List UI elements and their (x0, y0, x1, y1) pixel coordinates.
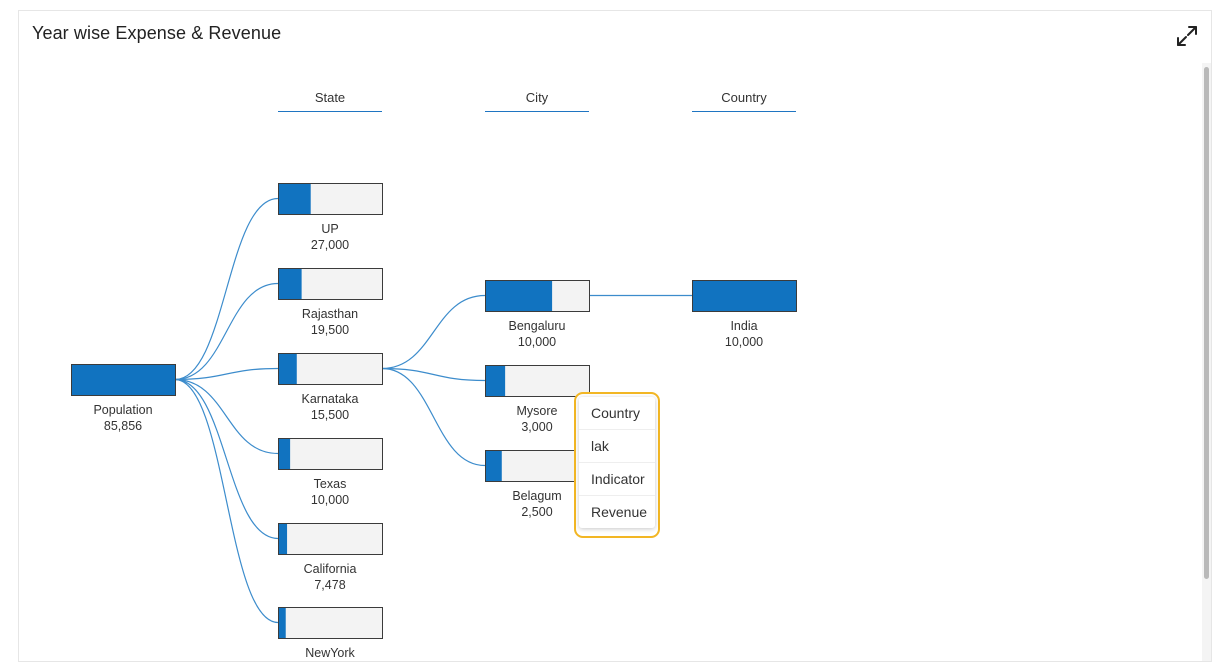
node-bar-fill (279, 354, 297, 384)
node-label-karnataka: Karnataka 15,500 (260, 391, 400, 423)
node-label-mysore: Mysore 3,000 (467, 403, 607, 435)
expand-icon[interactable] (1175, 24, 1199, 48)
link-karnataka-belagum (381, 367, 486, 467)
node-label-belagum: Belagum 2,500 (467, 488, 607, 520)
node-value: 3,000 (521, 420, 553, 434)
node-name: Mysore (516, 404, 558, 418)
scrollbar-thumb[interactable] (1204, 67, 1209, 579)
chart-panel: Year wise Expense & Revenue State City C… (18, 10, 1212, 662)
node-bar-fill (486, 451, 502, 481)
node-name: Population (93, 403, 153, 417)
node-name: Bengaluru (508, 319, 566, 333)
node-name: Belagum (512, 489, 562, 503)
node-name: NewYork (305, 646, 355, 660)
node-value: 2,500 (521, 505, 553, 519)
node-name: India (730, 319, 758, 333)
node-texas[interactable] (278, 438, 383, 470)
node-value: 10,000 (724, 335, 764, 349)
node-value: 85,856 (103, 419, 143, 433)
node-value: 15,500 (310, 408, 350, 422)
menu-item-indicator[interactable]: Indicator (579, 463, 655, 496)
node-name: Karnataka (301, 392, 359, 406)
node-bar-fill (279, 608, 286, 638)
node-label-population: Population 85,856 (53, 402, 193, 434)
context-menu-highlight: Country lak Indicator Revenue (574, 392, 660, 538)
node-name: UP (321, 222, 339, 236)
link-population-texas (174, 378, 279, 455)
node-bar-fill (279, 269, 302, 299)
node-bar-fill (279, 439, 291, 469)
node-mysore[interactable] (485, 365, 590, 397)
node-bar-fill (486, 281, 553, 311)
node-label-texas: Texas 10,000 (260, 476, 400, 508)
node-label-newyork: NewYork (260, 645, 400, 661)
node-value: 27,000 (310, 238, 350, 252)
node-bar-bg (278, 523, 383, 555)
node-california[interactable] (278, 523, 383, 555)
node-india[interactable] (692, 280, 797, 312)
node-bengaluru[interactable] (485, 280, 590, 312)
node-name: California (303, 562, 357, 576)
link-population-up (174, 197, 279, 381)
column-header-state[interactable]: State (278, 90, 382, 112)
node-bar-fill (279, 184, 311, 214)
node-bar-fill (279, 524, 288, 554)
node-label-up: UP 27,000 (260, 221, 400, 253)
column-header-country[interactable]: Country (692, 90, 796, 112)
node-karnataka[interactable] (278, 353, 383, 385)
column-header-city[interactable]: City (485, 90, 589, 112)
link-population-rajasthan (174, 282, 279, 381)
node-bar-fill (72, 365, 175, 395)
node-bar-bg (278, 607, 383, 639)
node-label-bengaluru: Bengaluru 10,000 (467, 318, 607, 350)
node-value: 7,478 (314, 578, 346, 592)
node-population[interactable] (71, 364, 176, 396)
decomposition-tree (71, 183, 797, 639)
context-menu: Country lak Indicator Revenue (579, 397, 655, 528)
node-name: Rajasthan (301, 307, 359, 321)
link-karnataka-bengaluru (381, 294, 486, 370)
node-value: 10,000 (517, 335, 557, 349)
node-label-rajasthan: Rajasthan 19,500 (260, 306, 400, 338)
menu-item-country[interactable]: Country (579, 397, 655, 430)
link-population-california (174, 378, 279, 540)
link-population-newyork (174, 378, 279, 624)
node-bar-bg (278, 438, 383, 470)
menu-item-lak[interactable]: lak (579, 430, 655, 463)
link-population-karnataka (174, 367, 279, 381)
node-value: 19,500 (310, 323, 350, 337)
node-newyork[interactable] (278, 607, 383, 639)
node-rajasthan[interactable] (278, 268, 383, 300)
node-up[interactable] (278, 183, 383, 215)
menu-item-revenue[interactable]: Revenue (591, 504, 648, 520)
chart-title: Year wise Expense & Revenue (32, 23, 282, 43)
node-name: Texas (313, 477, 347, 491)
node-bar-fill (486, 366, 506, 396)
node-value: 10,000 (310, 493, 350, 507)
node-bar-fill (693, 281, 796, 311)
link-karnataka-mysore (381, 367, 486, 382)
node-label-california: California 7,478 (260, 561, 400, 593)
node-label-india: India 10,000 (674, 318, 814, 350)
